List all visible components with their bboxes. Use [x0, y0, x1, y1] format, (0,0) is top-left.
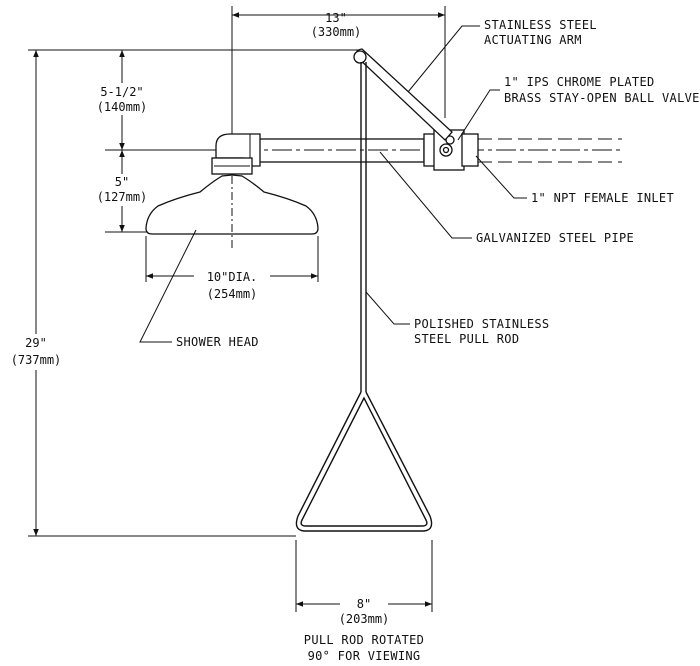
vertical-dimensions: 5-1/2" (140mm) 5" (127mm) 29" (737mm): [4, 49, 430, 537]
dia-in-label: 10"DIA.: [207, 270, 258, 284]
height-in-label: 29": [25, 336, 47, 350]
diameter-dimension: 10"DIA. (254mm): [145, 236, 319, 301]
head-mm-label: (127mm): [97, 190, 148, 204]
pipe-callout: GALVANIZED STEEL PIPE: [476, 231, 634, 245]
height-mm-label: (737mm): [11, 353, 62, 367]
rod-callout-line2: STEEL PULL ROD: [414, 332, 519, 346]
arm-callout-line1: STAINLESS STEEL: [484, 18, 597, 32]
dia-mm-label: (254mm): [207, 287, 258, 301]
note-line2: 90° FOR VIEWING: [308, 649, 421, 663]
callouts: STAINLESS STEEL ACTUATING ARM 1" IPS CHR…: [176, 18, 700, 349]
actuating-arm: [353, 48, 453, 141]
ball-valve: [423, 129, 479, 171]
head-callout: SHOWER HEAD: [176, 335, 259, 349]
handle-mm-label: (203mm): [339, 612, 390, 626]
handle-dimension: 8" (203mm): [295, 540, 433, 626]
rotation-note: PULL ROD ROTATED 90° FOR VIEWING: [304, 633, 424, 663]
width-mm-label: (330mm): [311, 25, 362, 39]
width-dimension: 13" (330mm): [231, 6, 446, 135]
valve-callout-line1: 1" IPS CHROME PLATED: [504, 75, 655, 89]
leader-lines: [139, 25, 527, 343]
rod-callout-line1: POLISHED STAINLESS: [414, 317, 549, 331]
width-in-label: 13": [325, 11, 347, 25]
drop-in-label: 5-1/2": [100, 85, 143, 99]
note-line1: PULL ROD ROTATED: [304, 633, 424, 647]
inlet-callout: 1" NPT FEMALE INLET: [531, 191, 674, 205]
handle-in-label: 8": [357, 597, 371, 611]
drop-mm-label: (140mm): [97, 100, 148, 114]
shower-head: [145, 157, 319, 248]
valve-callout-line2: BRASS STAY-OPEN BALL VALVE: [504, 91, 700, 105]
pull-rod: [295, 62, 433, 532]
arm-callout-line2: ACTUATING ARM: [484, 33, 582, 47]
head-in-label: 5": [115, 175, 129, 189]
